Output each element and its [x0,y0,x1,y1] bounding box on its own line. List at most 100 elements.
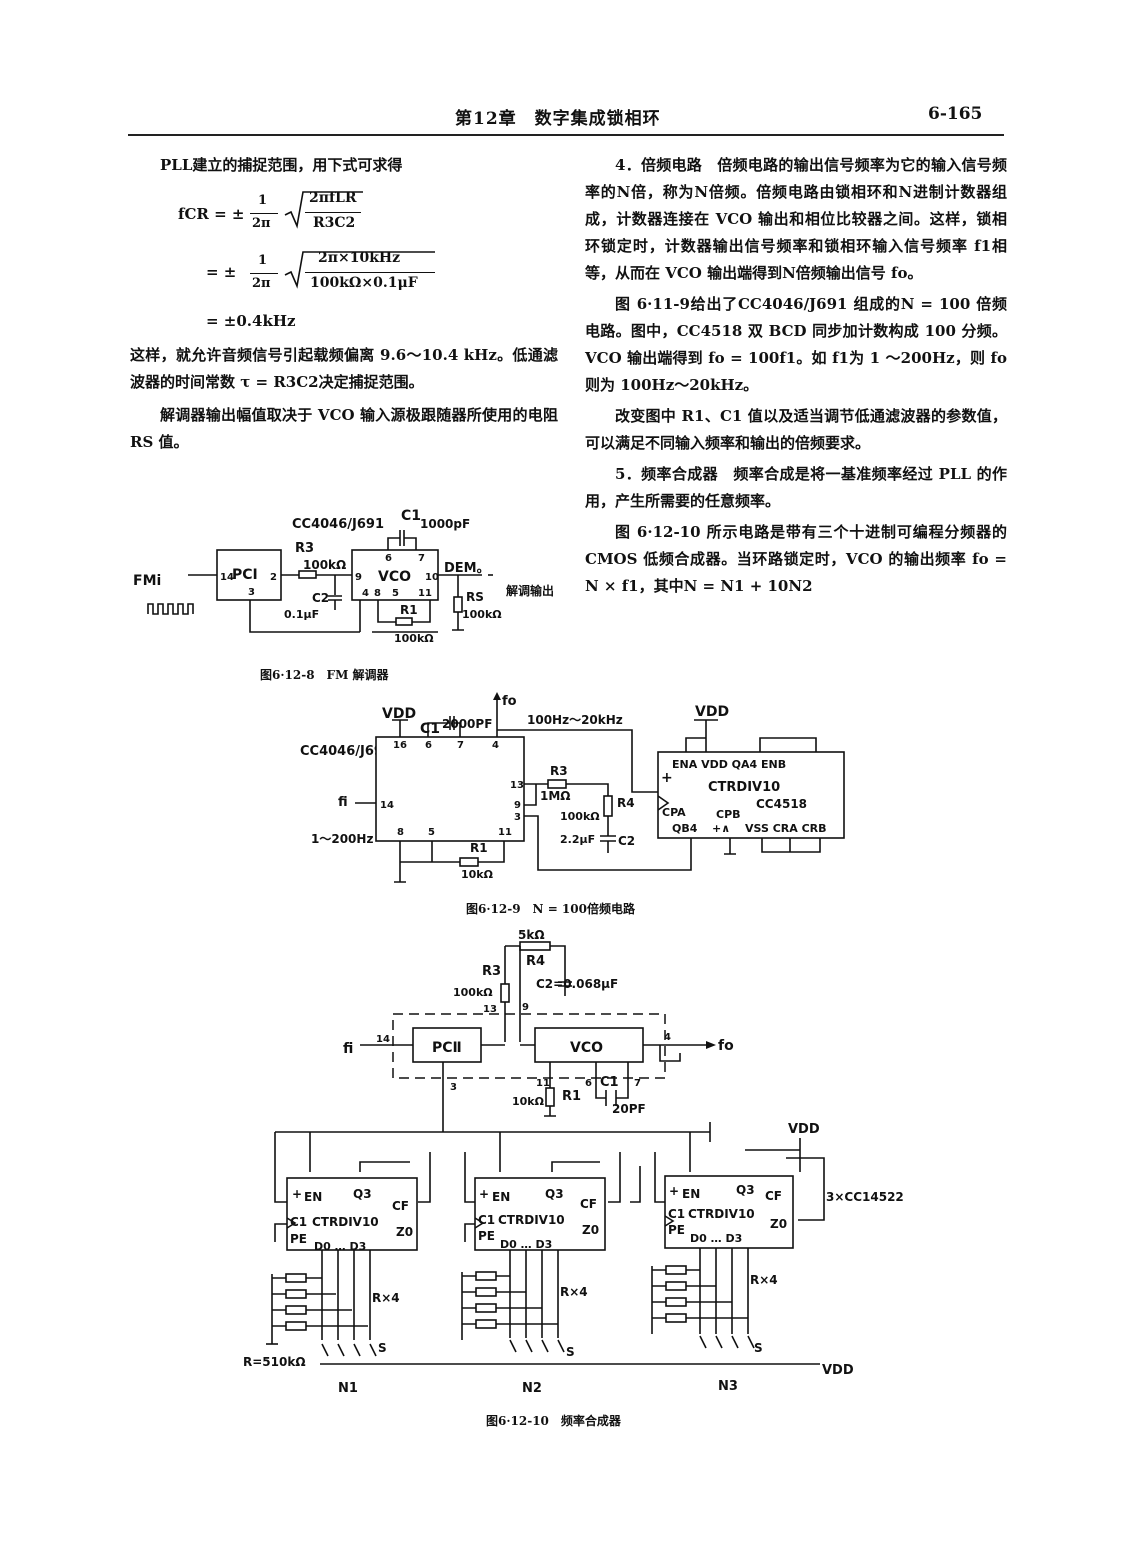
fig8-waveform [147,603,194,615]
fig-10-frequency-synthesizer: 5kΩ R4 C2=0.068μF R3 100kΩ PCⅡ VCO fi fo… [243,928,904,1396]
counter1-d: D0 … D3 [314,1240,366,1253]
fig8-pin-4: 4 [362,588,369,599]
fig9-pin-5: 5 [428,827,435,838]
fig9-c2-value: 2.2μF [560,833,595,846]
counter3-plus: + [669,1184,679,1198]
fig9-input-range: 1～200Hz [311,832,373,846]
counter3-c1: C1 [668,1207,685,1221]
eq2-root-num: 2π×10kHz [318,250,401,266]
left-column: PLL建立的捕捉范围，用下式可求得 [130,152,558,179]
fig10-r1-label: R1 [562,1089,581,1104]
bank3-n: N3 [718,1379,738,1394]
bank3-s: S [754,1341,763,1355]
fig10-pin-13: 13 [483,1004,497,1015]
fig10-pin-14: 14 [376,1034,390,1045]
fig9-ctr-chip: CC4518 [756,797,807,811]
bank1-rv: R=510kΩ [243,1355,306,1369]
fig10-vdd-top: VDD [788,1122,820,1137]
intro-text: PLL建立的捕捉范围，用下式可求得 [160,156,403,174]
fig9-ctr-top-pins: ENA VDD QA4 ENB [672,758,786,771]
fig8-pin-6: 6 [385,553,392,564]
fig10-program-bank-1: R×4 S R=510kΩ N1 [243,1250,400,1396]
eq1-root-num: 2πfLR [309,190,357,206]
fig10-r3-label: R3 [482,964,501,979]
eq1-frac-den: 2π [252,216,271,231]
fig8-output-label: 解调输出 [506,583,554,598]
fig10-counter-2: + EN Q3 CF C1 CTRDIV10 Z0 PE D0 … D3 [474,1177,606,1251]
counter1-en: EN [304,1190,322,1204]
counter1-c1: C1 [290,1215,307,1229]
bank1-n: N1 [338,1381,358,1396]
fig9-r3-label: R3 [550,764,568,778]
bank3-rx4: R×4 [750,1273,778,1287]
fig9-vdd-label: VDD [382,706,416,722]
counter3-cf: CF [765,1189,782,1203]
fig8-pin-7: 7 [418,553,425,564]
fig9-c2-label: C2 [618,834,635,848]
fig10-r1-value: 10kΩ [512,1095,545,1108]
fig10-c2-value: C2=0.068μF [536,977,618,991]
fig9-pin-9: 9 [514,800,521,811]
fig8-pci-label: PCI [232,567,258,583]
bank2-n: N2 [522,1381,542,1396]
counter2-c1: C1 [478,1213,495,1227]
eq2-frac-num: 1 [258,253,268,268]
fig8-rs-value: 100kΩ [462,608,502,621]
counter2-pe: PE [478,1229,495,1243]
fig9-pin-3: 3 [514,812,521,823]
counter2-q3: Q3 [545,1187,564,1201]
fig8-fm-label: FMi [133,573,161,589]
counter3-d: D0 … D3 [690,1232,742,1245]
fig9-qb4: QB4 [672,822,698,835]
eq2-prefix: = ± [206,263,237,281]
right-column: 4．倍频电路 倍频电路的输出信号频率为它的输入信号频率的N倍，称为N倍频。倍频电… [585,152,1007,600]
counter3-ctr: CTRDIV10 [688,1207,755,1221]
fig8-pin-2: 2 [270,572,277,583]
counter2-plus: + [479,1187,489,1201]
fig9-caption: 图6·12-9 N = 100倍频电路 [466,902,635,916]
counter3-q3: Q3 [736,1183,755,1197]
left-paragraph-2: 解调器输出幅值取决于 VCO 输入源极跟随器所使用的电阻 RS 值。 [130,406,558,451]
sqrt-sign-2 [284,251,435,289]
eq1-lhs: fCR = ± [178,205,245,223]
fig9-ctr-bottom-pins: VSS CRA CRB [745,822,827,835]
fig10-pin-11: 11 [536,1078,550,1089]
fig9-r1-value: 10kΩ [461,868,494,881]
fig10-r4-value: 5kΩ [518,928,545,942]
fig8-c1-label: C1 [401,508,421,524]
chapter-title: 第12章 数字集成锁相环 [455,109,661,129]
counter1-pe: PE [290,1232,307,1246]
counter2-ctr: CTRDIV10 [498,1213,565,1227]
page-number: 6-165 [928,104,983,124]
counter2-z0: Z0 [582,1223,599,1237]
fig8-r1-value: 100kΩ [394,632,434,645]
fig8-dem-label: DEM。 [444,561,490,576]
fig9-pin-8: 8 [397,827,404,838]
fig9-plus: + [661,770,673,786]
fig9-vdd2-label: VDD [695,704,729,720]
fig9-pin-13: 13 [510,780,524,791]
bank1-rx4: R×4 [372,1291,400,1305]
fig10-program-bank-2: R×4 S N2 [461,1250,588,1396]
eq2-root-den: 100kΩ×0.1μF [310,275,418,291]
counter3-pe: PE [668,1223,685,1237]
fig8-pin-10: 10 [425,572,439,583]
fig10-program-bank-3: R×4 S N3 [651,1248,778,1394]
fig9-4518-block [657,751,845,839]
right-paragraph-3: 改变图中 R1、C1 值以及适当调节低通滤波器的参数值，可以满足不同输入频率和输… [585,407,1007,452]
eq1-frac-num: 1 [258,193,268,208]
right-paragraph-1: 4．倍频电路 倍频电路的输出信号频率为它的输入信号频率的N倍，称为N倍频。倍频电… [585,156,1007,282]
fig8-r3-label: R3 [295,541,314,556]
left-paragraph-1: 这样，就允许音频信号引起载频偏离 9.6～10.4 kHz。低通滤波器的时间常数… [130,346,558,391]
counter1-ctr: CTRDIV10 [312,1215,379,1229]
fig8-c1-value: 1000pF [420,517,470,531]
fig10-vco-label: VCO [570,1040,603,1056]
counter1-cf: CF [392,1199,409,1213]
right-paragraph-4: 5．频率合成器 频率合成是将一基准频率经过 PLL 的作用，产生所需要的任意频率… [585,465,1007,510]
fig9-chip-label: CC4046/J691 [300,744,392,759]
fig9-pin-14: 14 [380,800,394,811]
fig8-r1-label: R1 [400,603,418,617]
fig8-pin-14: 14 [220,572,234,583]
counter2-cf: CF [580,1197,597,1211]
